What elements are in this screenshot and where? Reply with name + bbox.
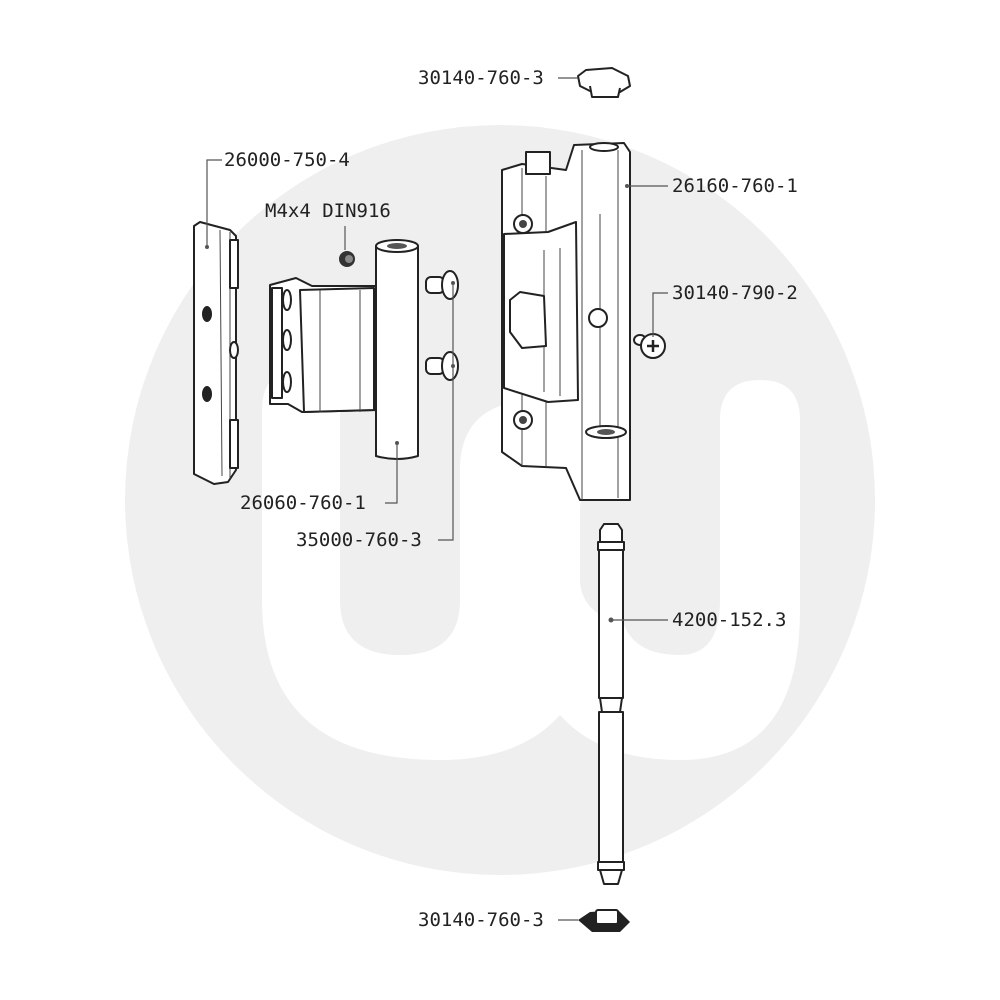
grub-screw-drawing bbox=[339, 226, 355, 267]
part-label-top-cap: 30140-760-3 bbox=[418, 67, 544, 89]
backing-plate-drawing bbox=[193, 159, 239, 485]
top-cap-drawing bbox=[558, 67, 631, 98]
bushes-drawing bbox=[425, 270, 459, 541]
part-label-backing-plate: 26000-750-4 bbox=[224, 149, 350, 171]
part-label-door-leaf: 26060-760-1 bbox=[240, 492, 366, 514]
cover-screw-drawing bbox=[633, 292, 668, 359]
part-label-cover-screw: 30140-790-2 bbox=[672, 282, 798, 304]
bottom-cap-drawing bbox=[558, 909, 630, 932]
part-label-bottom-cap: 30140-760-3 bbox=[418, 909, 544, 931]
door-leaf-drawing bbox=[269, 239, 419, 504]
watermark-logo bbox=[125, 125, 875, 875]
hinge-body-drawing bbox=[501, 142, 668, 501]
part-label-pin: 4200-152.3 bbox=[672, 609, 787, 631]
part-label-grub-screw: M4x4 DIN916 bbox=[265, 200, 391, 222]
pin-drawing bbox=[597, 523, 668, 885]
part-label-hinge-body: 26160-760-1 bbox=[672, 175, 798, 197]
part-label-bushes: 35000-760-3 bbox=[296, 529, 422, 551]
